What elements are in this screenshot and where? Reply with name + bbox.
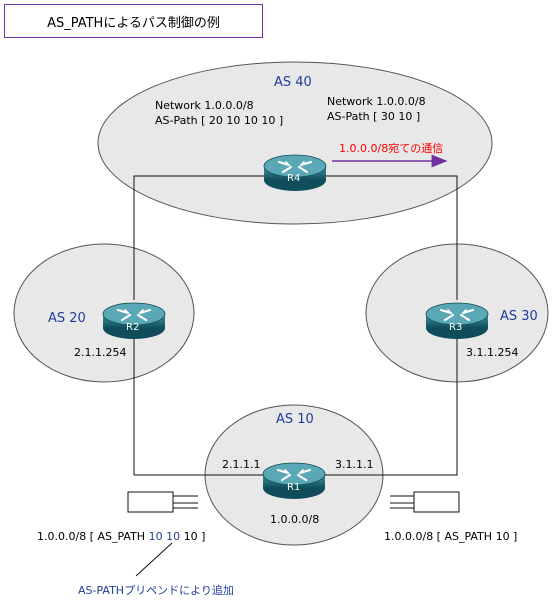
prepend-callout-line <box>135 542 173 577</box>
as40-label: AS 40 <box>274 75 312 90</box>
advert-left-prepend: 10 10 <box>148 530 181 543</box>
as40-right-network: Network 1.0.0.0/8 <box>327 95 426 108</box>
as40-left-network: Network 1.0.0.0/8 <box>155 99 254 112</box>
advert-right-flag <box>390 491 460 513</box>
advert-right-text: 1.0.0.0/8 [ AS_PATH 10 ] <box>384 530 518 543</box>
traffic-label: 1.0.0.0/8宛ての通信 <box>339 142 444 155</box>
router-r4-label: R4 <box>287 173 301 184</box>
page-title: AS_PATHによるパス制御の例 <box>47 15 220 31</box>
title-box: AS_PATHによるパス制御の例 <box>4 4 263 38</box>
r3-address: 3.1.1.254 <box>466 346 519 359</box>
router-r2-label: R2 <box>126 322 140 333</box>
links <box>133 175 458 476</box>
as40-ellipse <box>97 61 493 225</box>
r1-left-address: 2.1.1.1 <box>222 458 261 471</box>
as20-label: AS 20 <box>48 311 86 326</box>
r2-address: 2.1.1.254 <box>74 346 127 359</box>
router-r1-label: R1 <box>287 482 301 493</box>
prepend-note: AS-PATHプリペンドにより追加 <box>78 584 234 597</box>
advert-left-text: 1.0.0.0/8 [ AS_PATH 10 10 10 ] <box>37 530 205 544</box>
advert-left-prefix: 1.0.0.0/8 [ AS_PATH <box>37 530 149 543</box>
r1-network: 1.0.0.0/8 <box>270 513 320 526</box>
r1-right-address: 3.1.1.1 <box>335 458 374 471</box>
advert-left-suffix: 10 ] <box>180 530 206 543</box>
as30-label: AS 30 <box>500 309 538 324</box>
router-r3-label: R3 <box>449 322 463 333</box>
as10-label: AS 10 <box>276 412 314 427</box>
as40-left-path: AS-Path [ 20 10 10 10 ] <box>155 114 284 127</box>
as40-right-path: AS-Path [ 30 10 ] <box>327 110 421 123</box>
advert-left-flag <box>127 491 198 513</box>
